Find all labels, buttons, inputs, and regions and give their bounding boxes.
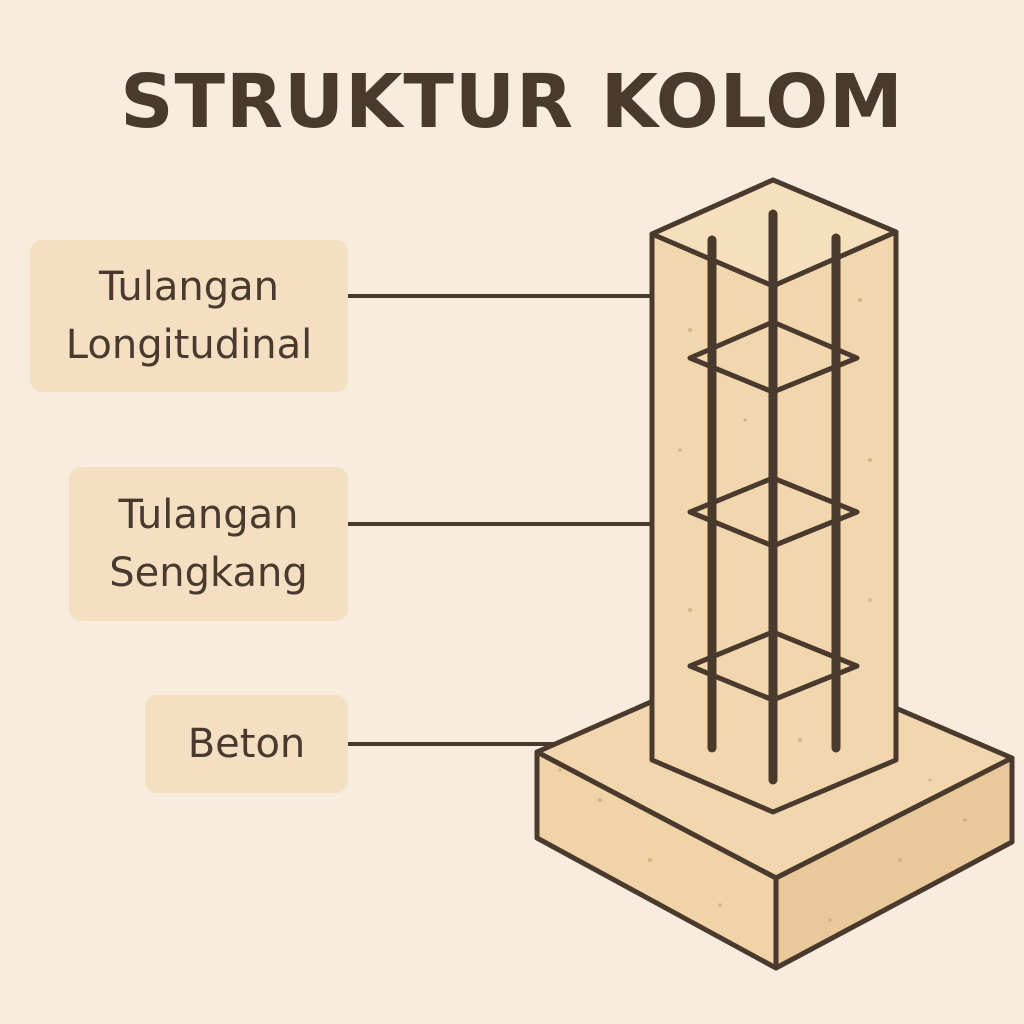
concrete-texture	[558, 298, 967, 922]
page-title: STRUKTUR KOLOM	[120, 59, 904, 145]
label-longitudinal-line2: Longitudinal	[65, 322, 313, 368]
label-sengkang-line2: Sengkang	[109, 550, 308, 596]
label-longitudinal-reinforcement: Tulangan Longitudinal	[30, 240, 348, 392]
label-longitudinal-line1: Tulangan	[99, 264, 279, 310]
label-stirrup-reinforcement: Tulangan Sengkang	[69, 467, 348, 621]
label-beton-text: Beton	[187, 721, 306, 767]
stirrup-bottom	[687, 629, 860, 703]
label-concrete: Beton	[145, 695, 348, 793]
longitudinal-bars	[707, 209, 841, 785]
stirrup-middle	[687, 475, 860, 549]
stirrups	[687, 319, 860, 703]
stirrup-top	[687, 319, 860, 395]
label-sengkang-line1: Tulangan	[118, 492, 299, 538]
